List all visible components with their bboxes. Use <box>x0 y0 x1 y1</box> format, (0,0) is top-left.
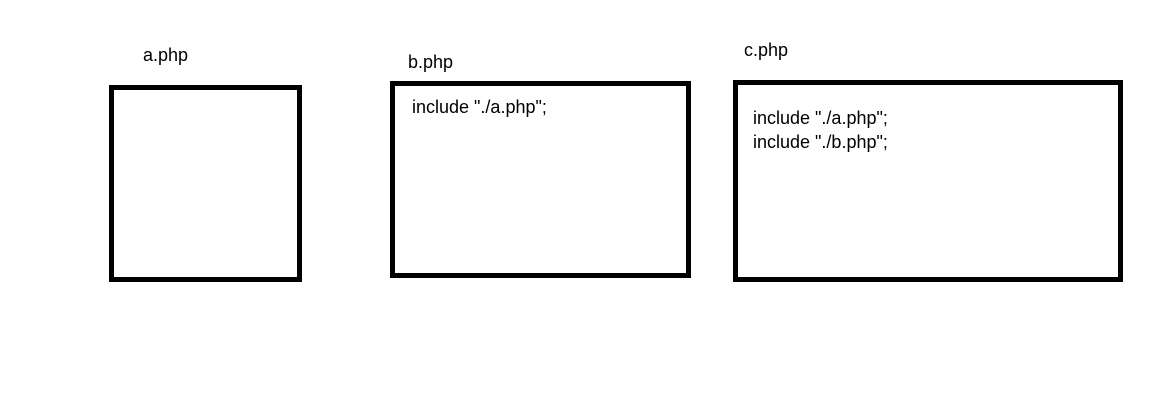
code-line: include "./a.php"; <box>753 108 888 128</box>
file-label-c: c.php <box>744 40 789 60</box>
code-line: include "./b.php"; <box>753 132 888 152</box>
file-box-c: include "./a.php"; include "./b.php"; <box>733 80 1123 282</box>
file-box-b: include "./a.php"; <box>390 81 691 278</box>
file-label-a: a.php <box>143 45 189 65</box>
code-lines-b: include "./a.php"; <box>412 95 547 119</box>
file-label-b: b.php <box>408 52 454 72</box>
code-line: include "./a.php"; <box>412 97 547 117</box>
code-lines-c: include "./a.php"; include "./b.php"; <box>753 106 888 154</box>
file-box-a <box>109 85 302 282</box>
